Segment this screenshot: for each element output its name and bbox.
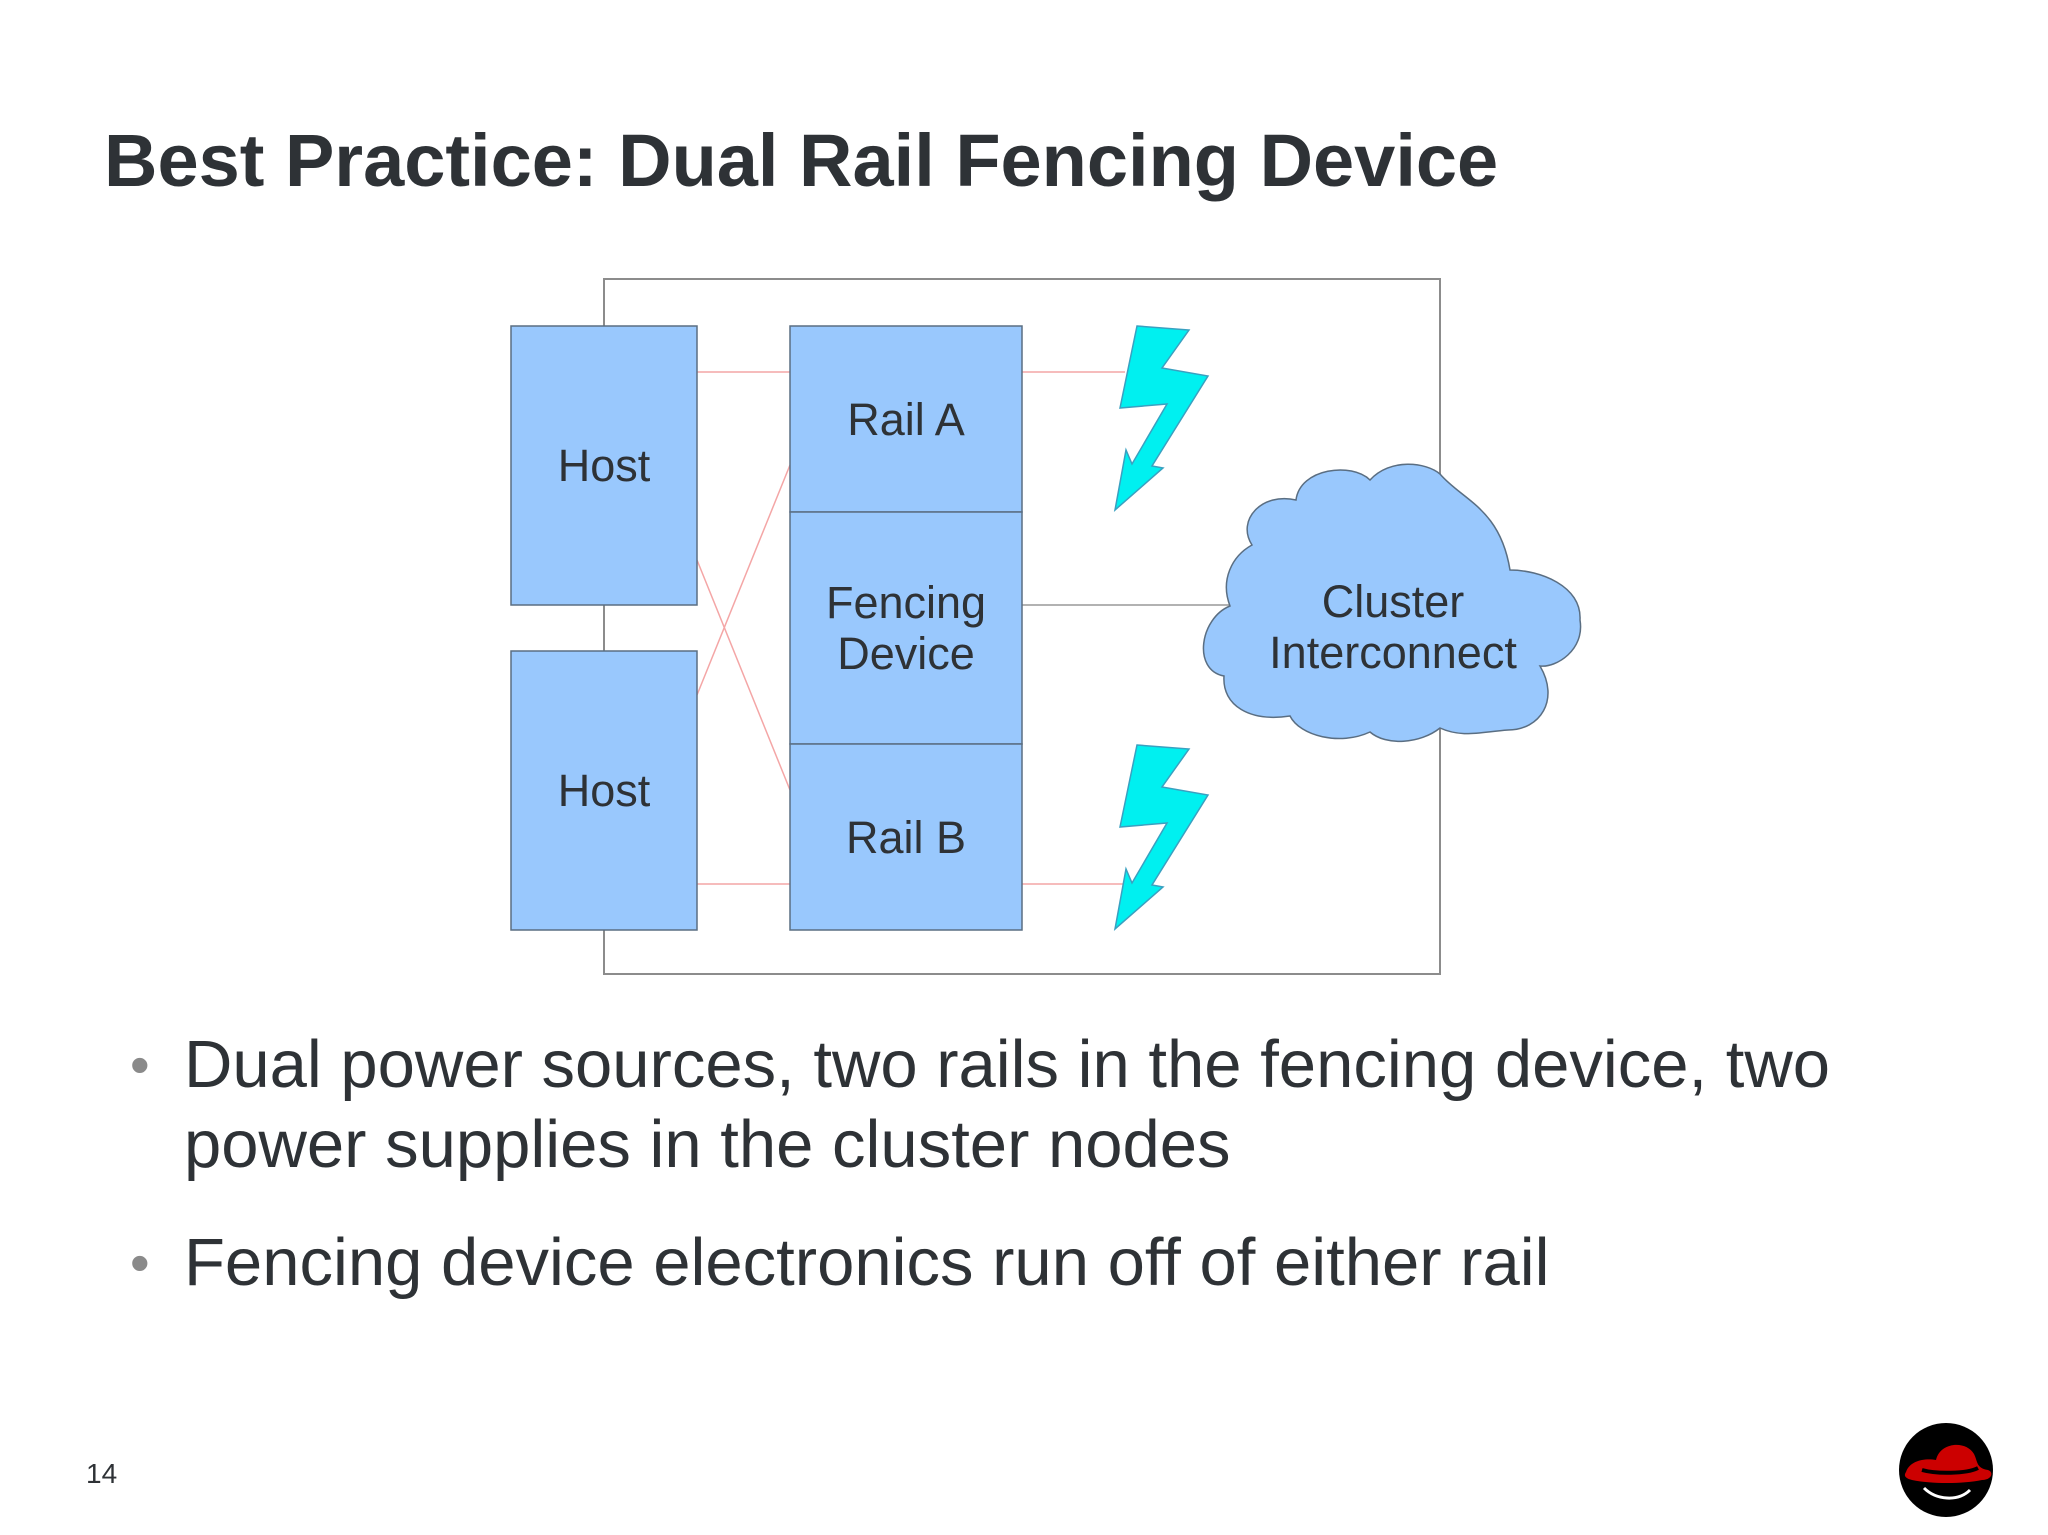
power-lines [696, 371, 1125, 885]
red-hat-logo-icon [1899, 1423, 1993, 1517]
rail-b-box [789, 743, 1023, 931]
bullet-text: Dual power sources, two rails in the fen… [184, 1027, 1831, 1182]
fencing-device-box [789, 511, 1023, 745]
host-box-bottom [510, 650, 698, 931]
bullet-item: • Fencing device electronics run off of … [124, 1223, 1924, 1303]
bullet-marker: • [130, 1231, 150, 1294]
power-line-host-top-rail-b [696, 559, 791, 791]
cluster-label-line1: Cluster [1322, 576, 1465, 627]
rail-b-label: Rail B [846, 812, 966, 863]
lightning-bolt-icon [1113, 325, 1210, 512]
host-label-bottom: Host [558, 765, 651, 816]
bullet-marker: • [130, 1033, 150, 1096]
bullet-text: Fencing device electronics run off of ei… [184, 1225, 1550, 1300]
fencing-device-label-line1: Fencing [826, 577, 986, 628]
cluster-interconnect-cloud [1202, 463, 1582, 743]
page-number: 14 [86, 1458, 118, 1489]
slide-title: Best Practice: Dual Rail Fencing Device [104, 119, 1499, 202]
bullet-item: • Dual power sources, two rails in the f… [124, 1025, 1924, 1185]
host-label-top: Host [558, 440, 651, 491]
lightning-bolt-icon [1113, 744, 1210, 931]
bullet-list: • Dual power sources, two rails in the f… [124, 1025, 1924, 1341]
rail-a-label: Rail A [847, 394, 965, 445]
power-line-host-bottom-rail-a [696, 464, 791, 696]
fencing-device-label-line2: Device [837, 628, 975, 679]
cluster-label-line2: Interconnect [1269, 627, 1517, 678]
host-box-top [510, 325, 698, 606]
